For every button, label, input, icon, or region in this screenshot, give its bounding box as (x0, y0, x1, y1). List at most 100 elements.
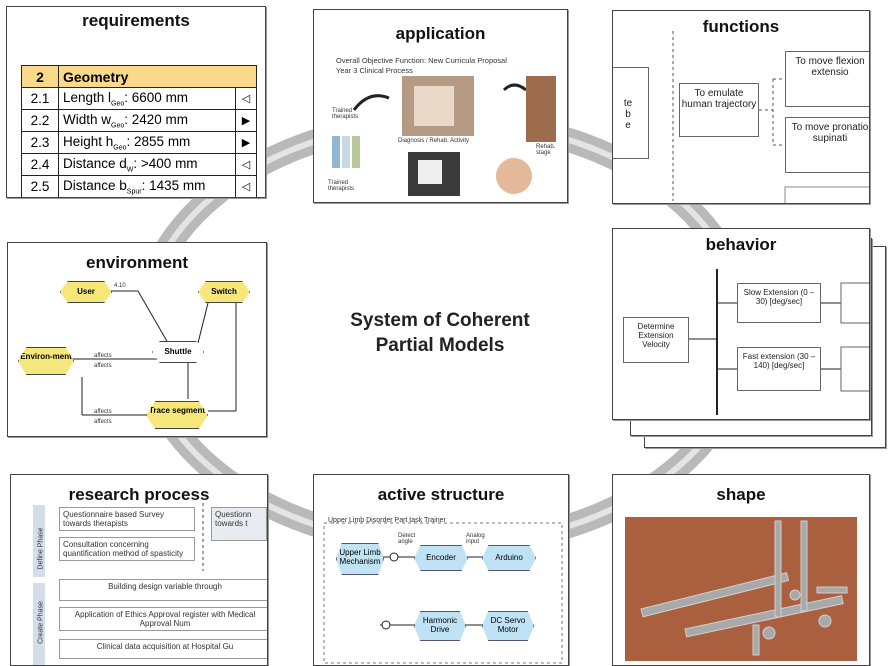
active-structure-panel: active structure Upper Limb Disorder Par… (313, 474, 569, 666)
node-user: User (60, 281, 112, 303)
row-sub: W (126, 166, 134, 174)
behavior-connectors (689, 269, 869, 415)
application-label: Trained therapists (328, 180, 355, 192)
arrow-icon: ◁ (235, 175, 257, 197)
edge-label: affects (94, 419, 112, 425)
application-panel: application Overall Objective Function: … (313, 9, 568, 203)
shape-title: shape (716, 485, 766, 504)
row-text: Distance d (63, 155, 127, 171)
row-number: 2.4 (21, 153, 59, 176)
behavior-box-top: Slow Extension (0 – 30) [deg/sec] (737, 283, 821, 323)
table-row: 2.1 Length lGeo: 6600 mm ◁ (21, 87, 257, 110)
table-row: 2.4 Distance dW: >400 mm ◁ (21, 153, 257, 176)
function-right-text: To move flexion extensio (795, 56, 865, 78)
functions-title: functions (702, 17, 780, 36)
environment-title: environment (85, 253, 189, 272)
node-label: Switch (211, 287, 237, 296)
function-right-text: To move pronatio supinati (791, 122, 869, 144)
node-shuttle: Shuttle (152, 341, 204, 363)
behavior-box-bottom: Fast extension (30 – 140) [deg/sec] (737, 347, 821, 391)
node-label: Upper Limb Mechanism (339, 548, 381, 566)
requirements-panel: requirements 2 Geometry 2.1 Length lGeo:… (6, 6, 266, 198)
behavior-left-text: Determine Extension Velocity (637, 322, 675, 349)
process-box: Application of Ethics Approval register … (59, 607, 267, 631)
phase-bar-define (33, 505, 45, 577)
node-encoder: Encoder (414, 545, 468, 571)
research-divider (202, 503, 204, 571)
environment-panel: environment User Switch Shuttle Environ-… (7, 242, 267, 437)
center-title-line-2: Partial Models (375, 335, 505, 356)
node-label: Arduino (495, 553, 523, 562)
row-sub: Spur (126, 188, 142, 196)
active-structure-title: active structure (377, 485, 505, 504)
process-box: Consultation concerning quantification m… (59, 537, 195, 561)
node-label: Environ-ment (20, 352, 72, 361)
row-rest: : 6600 mm (124, 89, 189, 105)
behavior-top-text: Slow Extension (0 – 30) [deg/sec] (743, 288, 815, 306)
node-label: Harmonic Drive (422, 616, 458, 634)
behavior-title: behavior (705, 235, 777, 254)
function-connectors (672, 31, 869, 203)
edge-label: 4.10 (114, 283, 126, 289)
node-harmonic-drive: Harmonic Drive (414, 611, 466, 641)
table-header-row: 2 Geometry (21, 65, 257, 88)
requirements-title: requirements (82, 11, 190, 30)
function-box-right: To move pronatio supinati (785, 117, 869, 173)
row-rest: : 2420 mm (124, 111, 189, 127)
row-sub: Geo (111, 100, 125, 108)
row-text: Width w (63, 111, 112, 127)
table-row: 2.5 Distance bSpur: 1435 mm ◁ (21, 175, 257, 197)
requirements-table: 2 Geometry 2.1 Length lGeo: 6600 mm ◁ 2.… (21, 65, 257, 197)
header-label: Geometry (58, 65, 257, 88)
process-box: Questionnaire based Survey towards thera… (59, 507, 195, 531)
row-number: 2.2 (21, 109, 59, 132)
row-number: 2.3 (21, 131, 59, 154)
function-left-text: te b e (623, 98, 633, 131)
edge-label: affects (94, 409, 112, 415)
phase-bar-create (33, 583, 45, 665)
application-label: Trained therapists (332, 108, 359, 120)
row-rest: : 2855 mm (126, 133, 191, 149)
node-label: User (77, 287, 95, 296)
arrow-icon: ◁ (235, 153, 257, 176)
row-text: Distance b (63, 177, 127, 193)
process-box: Questionn towards t (211, 507, 267, 541)
process-box: Clinical data acquisition at Hospital Gu (59, 639, 267, 659)
flow-label: Analog input (466, 533, 485, 545)
node-label: Encoder (426, 553, 456, 562)
row-value: Distance bSpur: 1435 mm (58, 175, 236, 197)
row-value: Length lGeo: 6600 mm (58, 87, 236, 110)
application-illustration (332, 76, 556, 196)
node-trace-segment: Trace segment (146, 401, 208, 429)
row-number: 2.1 (21, 87, 59, 110)
behavior-box-left: Determine Extension Velocity (623, 317, 689, 363)
node-dc-servo-motor: DC Servo Motor (482, 611, 534, 641)
header-number: 2 (21, 65, 59, 88)
flow-label: Detect angle (398, 533, 416, 545)
edge-label: affects (94, 363, 112, 369)
node-label: Shuttle (164, 347, 192, 356)
node-upper-limb-mechanism: Upper Limb Mechanism (336, 543, 384, 575)
node-arduino: Arduino (482, 545, 536, 571)
node-label: DC Servo Motor (490, 616, 526, 634)
row-number: 2.5 (21, 175, 59, 197)
arrow-icon: ◁ (235, 87, 257, 110)
research-process-title: research process (68, 485, 210, 504)
behavior-bottom-text: Fast extension (30 – 140) [deg/sec] (742, 352, 816, 370)
arrow-icon: ▶ (235, 131, 257, 154)
arrow-icon: ▶ (235, 109, 257, 132)
center-title-line-1: System of Coherent (350, 310, 530, 331)
application-label: Diagnosis / Rehab. Activity (398, 138, 470, 144)
row-text: Height h (63, 133, 114, 149)
row-value: Width wGeo: 2420 mm (58, 109, 236, 132)
row-value: Height hGeo: 2855 mm (58, 131, 236, 154)
function-main-text: To emulate human trajectory (681, 88, 757, 110)
edge-label: affects (94, 353, 112, 359)
application-caption-1: Overall Objective Function: New Curricul… (336, 56, 507, 65)
environment-connectors (72, 290, 237, 416)
function-box-right: To move flexion extensio (785, 51, 869, 107)
application-caption-2: Year 3 Clinical Process (336, 66, 413, 75)
node-label: Trace segment (148, 406, 206, 415)
table-row: 2.3 Height hGeo: 2855 mm ▶ (21, 131, 257, 154)
active-caption: Upper Limb Disorder Part task Trainer (328, 517, 446, 524)
